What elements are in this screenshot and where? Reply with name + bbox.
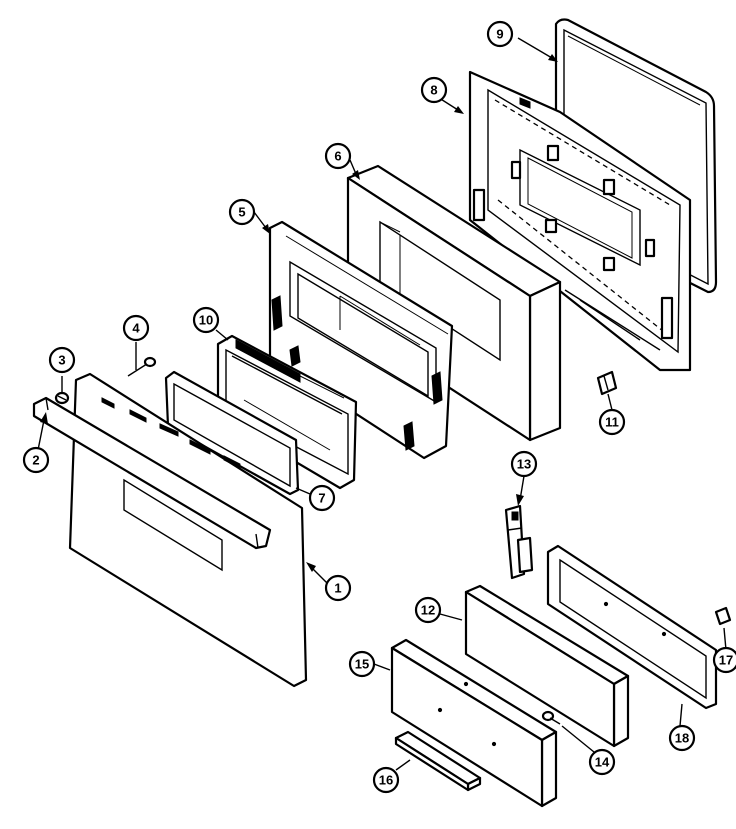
callout-label: 7 xyxy=(318,491,325,506)
part-drawer-liner xyxy=(546,544,718,710)
part-door-liner xyxy=(346,164,562,442)
callout-label: 14 xyxy=(595,755,610,770)
callout-15: 15 xyxy=(348,650,376,678)
callout-9: 9 xyxy=(486,20,514,48)
callout-18: 18 xyxy=(668,724,696,752)
callout-3: 3 xyxy=(48,346,76,374)
callout-label: 9 xyxy=(496,27,503,42)
callout-label: 13 xyxy=(517,457,531,472)
callout-7: 7 xyxy=(308,484,336,512)
part-screw xyxy=(54,391,70,405)
callout-6: 6 xyxy=(324,142,352,170)
callout-12: 12 xyxy=(414,596,442,624)
callout-label: 11 xyxy=(605,415,619,430)
callout-11: 11 xyxy=(598,408,626,436)
part-hinge xyxy=(504,504,534,580)
part-drawer-front xyxy=(390,638,558,808)
callout-17: 17 xyxy=(712,646,736,674)
callout-label: 5 xyxy=(238,205,245,220)
callout-label: 1 xyxy=(334,581,341,596)
callout-label: 4 xyxy=(132,321,140,336)
callout-label: 8 xyxy=(430,83,437,98)
callout-label: 12 xyxy=(421,603,435,618)
callout-4: 4 xyxy=(122,314,150,342)
callout-label: 3 xyxy=(58,353,65,368)
callout-2: 2 xyxy=(22,446,50,474)
part-clip xyxy=(596,370,618,396)
part-drawer-screw xyxy=(541,710,561,725)
callout-1: 1 xyxy=(324,574,352,602)
callout-label: 10 xyxy=(199,313,213,328)
part-door-handle xyxy=(32,396,272,550)
part-bumper xyxy=(714,606,732,626)
part-drawer-insulation xyxy=(464,584,630,748)
part-inner-door-panel xyxy=(268,220,454,460)
callout-label: 18 xyxy=(675,731,689,746)
callout-5: 5 xyxy=(228,198,256,226)
callout-label: 16 xyxy=(379,773,393,788)
callout-16: 16 xyxy=(372,766,400,794)
callout-label: 6 xyxy=(334,149,341,164)
callout-8: 8 xyxy=(420,76,448,104)
part-handle-screw xyxy=(127,356,157,377)
part-drawer-handle xyxy=(394,730,482,792)
callout-label: 17 xyxy=(719,653,733,668)
part-inner-door-frame xyxy=(468,70,692,372)
callout-label: 2 xyxy=(32,453,39,468)
callout-10: 10 xyxy=(192,306,220,334)
callout-13: 13 xyxy=(510,450,538,478)
leader-lines xyxy=(37,37,727,771)
callout-14: 14 xyxy=(588,748,616,776)
callout-label: 15 xyxy=(355,657,369,672)
